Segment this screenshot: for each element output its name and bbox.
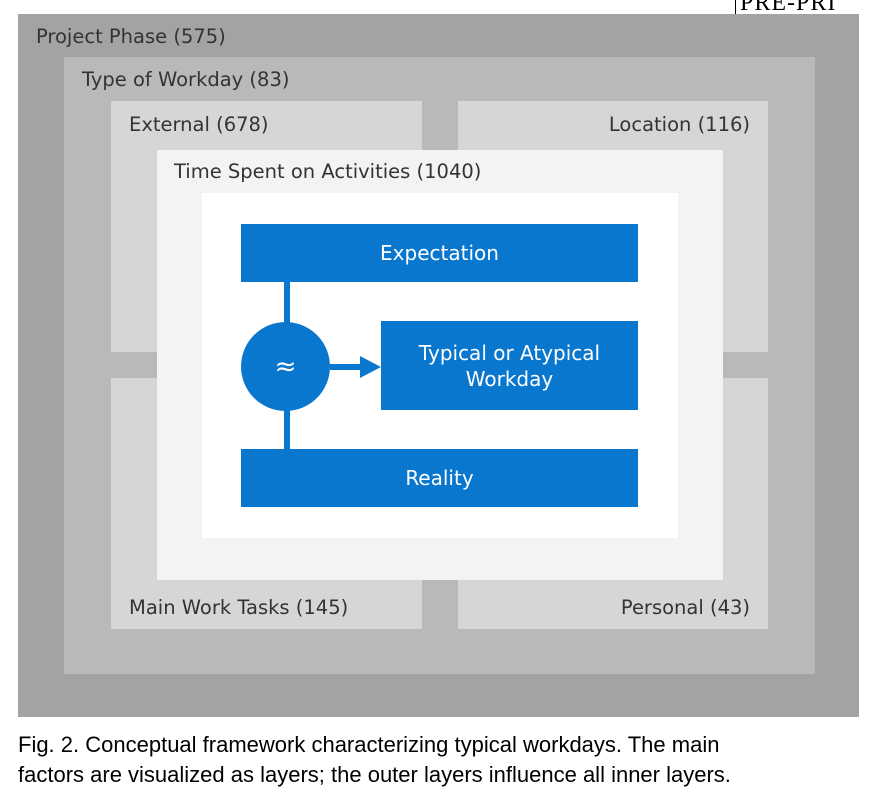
header-divider — [735, 0, 736, 16]
label-project-phase: Project Phase (575) — [36, 25, 226, 48]
label-main-work-tasks: Main Work Tasks (145) — [129, 596, 349, 619]
label-personal: Personal (43) — [620, 596, 750, 619]
approx-circle: ≈ — [241, 322, 330, 411]
header-text: PRE-PRI — [740, 0, 837, 16]
label-location: Location (116) — [608, 113, 750, 136]
reality-label: Reality — [405, 466, 474, 490]
workday-outcome-box: Typical or Atypical Workday — [381, 321, 638, 410]
expectation-label: Expectation — [380, 241, 499, 265]
label-time-spent: Time Spent on Activities (1040) — [174, 160, 482, 183]
label-external: External (678) — [129, 113, 269, 136]
label-type-of-workday: Type of Workday (83) — [82, 68, 290, 91]
reality-box: Reality — [241, 449, 638, 507]
expectation-box: Expectation — [241, 224, 638, 282]
caption-line-2: factors are visualized as layers; the ou… — [18, 762, 731, 787]
approx-icon: ≈ — [274, 351, 297, 382]
caption-line-1: Fig. 2. Conceptual framework characteriz… — [18, 732, 720, 757]
page-header-fragment: PRE-PRI — [735, 0, 836, 17]
figure-caption: Fig. 2. Conceptual framework characteriz… — [18, 730, 870, 790]
arrow-icon — [360, 356, 381, 378]
outcome-line-2: Workday — [465, 366, 554, 391]
outcome-line-1: Typical or Atypical — [418, 340, 601, 365]
